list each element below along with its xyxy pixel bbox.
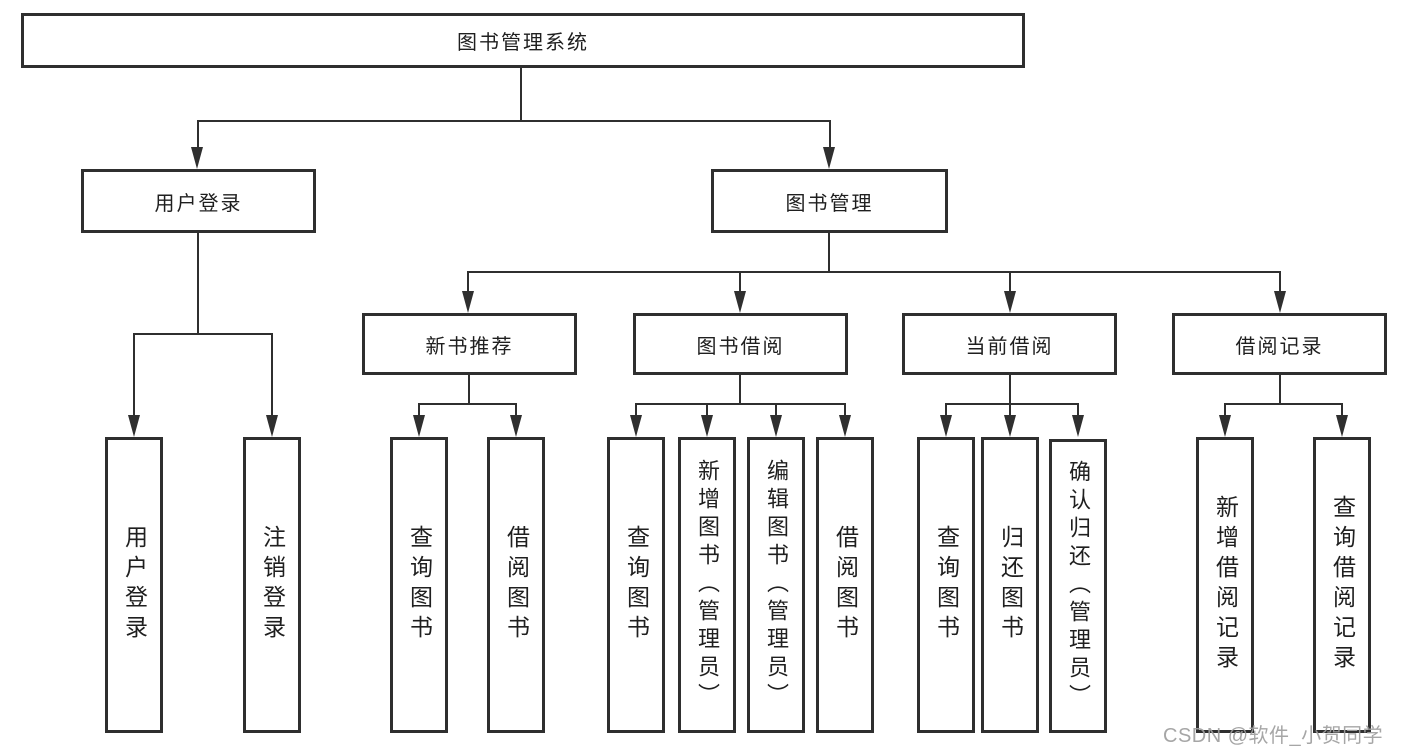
arrow-down-icon xyxy=(1072,415,1084,437)
leaf-query-books-borrowing: 查询图书 xyxy=(607,437,665,733)
connector-line xyxy=(844,403,846,417)
leaf-borrow-books-recommend-label: 借阅图书 xyxy=(503,525,530,645)
leaf-query-borrow-record-label: 查询借阅记录 xyxy=(1329,495,1356,675)
arrow-down-icon xyxy=(510,415,522,437)
node-current-borrowing: 当前借阅 xyxy=(902,313,1117,375)
connector-line xyxy=(739,375,741,405)
node-new-book-recommend-label: 新书推荐 xyxy=(425,335,514,358)
arrow-down-icon xyxy=(266,415,278,437)
leaf-add-borrow-record-label: 新增借阅记录 xyxy=(1212,495,1239,675)
node-new-book-recommend: 新书推荐 xyxy=(362,313,577,375)
connector-line xyxy=(1009,403,1011,417)
leaf-return-books: 归还图书 xyxy=(981,437,1039,733)
leaf-query-borrow-record: 查询借阅记录 xyxy=(1313,437,1371,733)
leaf-confirm-return-admin: 确认归还（管理员） xyxy=(1049,439,1107,733)
leaf-edit-books-admin-label: 编辑图书（管理员） xyxy=(764,459,789,711)
arrow-down-icon xyxy=(701,415,713,437)
connector-line xyxy=(829,120,831,151)
leaf-return-books-label: 归还图书 xyxy=(997,525,1024,645)
node-user-login: 用户登录 xyxy=(81,169,316,233)
arrow-down-icon xyxy=(734,291,746,313)
leaf-confirm-return-admin-label: 确认归还（管理员） xyxy=(1066,460,1091,712)
connector-line xyxy=(635,403,846,405)
connector-line xyxy=(418,403,420,417)
arrow-down-icon xyxy=(940,415,952,437)
connector-line xyxy=(515,403,517,417)
leaf-borrow-books-borrowing-label: 借阅图书 xyxy=(832,525,859,645)
connector-line xyxy=(1009,375,1011,405)
node-current-borrowing-label: 当前借阅 xyxy=(965,335,1054,358)
connector-line xyxy=(635,403,637,417)
connector-line xyxy=(1341,403,1343,417)
arrow-down-icon xyxy=(1336,415,1348,437)
arrow-down-icon xyxy=(1219,415,1231,437)
node-root: 图书管理系统 xyxy=(21,13,1025,68)
connector-line xyxy=(133,333,135,417)
connector-line xyxy=(467,271,1281,273)
connector-line xyxy=(197,120,831,122)
connector-line xyxy=(520,68,522,120)
leaf-query-books-recommend-label: 查询图书 xyxy=(406,525,433,645)
arrow-down-icon xyxy=(1274,291,1286,313)
connector-line xyxy=(418,403,517,405)
connector-line xyxy=(467,271,469,293)
leaf-borrow-books-borrowing: 借阅图书 xyxy=(816,437,874,733)
leaf-add-books-admin: 新增图书（管理员） xyxy=(678,437,736,733)
node-book-management: 图书管理 xyxy=(711,169,948,233)
arrow-down-icon xyxy=(630,415,642,437)
connector-line xyxy=(945,403,947,417)
node-borrowing-records: 借阅记录 xyxy=(1172,313,1387,375)
connector-line xyxy=(197,233,199,335)
connector-line xyxy=(1279,271,1281,293)
leaf-user-login: 用户登录 xyxy=(105,437,163,733)
node-book-management-label: 图书管理 xyxy=(785,192,874,215)
leaf-query-books-current: 查询图书 xyxy=(917,437,975,733)
leaf-user-login-label: 用户登录 xyxy=(121,525,148,645)
connector-line xyxy=(1009,271,1011,293)
connector-line xyxy=(1224,403,1226,417)
arrow-down-icon xyxy=(1004,291,1016,313)
node-user-login-label: 用户登录 xyxy=(154,192,243,215)
connector-line xyxy=(706,403,708,417)
arrow-down-icon xyxy=(823,147,835,169)
leaf-edit-books-admin: 编辑图书（管理员） xyxy=(747,437,805,733)
leaf-add-books-admin-label: 新增图书（管理员） xyxy=(695,459,720,711)
node-book-borrowing-label: 图书借阅 xyxy=(696,335,785,358)
connector-line xyxy=(468,375,470,405)
node-root-label: 图书管理系统 xyxy=(457,32,589,54)
leaf-logout: 注销登录 xyxy=(243,437,301,733)
arrow-down-icon xyxy=(770,415,782,437)
connector-line xyxy=(739,271,741,293)
leaf-query-books-current-label: 查询图书 xyxy=(933,525,960,645)
leaf-query-books-recommend: 查询图书 xyxy=(390,437,448,733)
connector-line xyxy=(828,233,830,273)
connector-line xyxy=(775,403,777,417)
node-borrowing-records-label: 借阅记录 xyxy=(1235,335,1324,358)
arrow-down-icon xyxy=(462,291,474,313)
leaf-query-books-borrowing-label: 查询图书 xyxy=(623,525,650,645)
arrow-down-icon xyxy=(1004,415,1016,437)
node-book-borrowing: 图书借阅 xyxy=(633,313,848,375)
leaf-add-borrow-record: 新增借阅记录 xyxy=(1196,437,1254,733)
connector-line xyxy=(1279,375,1281,405)
arrow-down-icon xyxy=(839,415,851,437)
csdn-watermark: CSDN @软件_小贺同学 xyxy=(1163,725,1384,747)
connector-line xyxy=(271,333,273,417)
arrow-down-icon xyxy=(413,415,425,437)
connector-line xyxy=(133,333,273,335)
leaf-logout-label: 注销登录 xyxy=(259,525,286,645)
leaf-borrow-books-recommend: 借阅图书 xyxy=(487,437,545,733)
arrow-down-icon xyxy=(191,147,203,169)
arrow-down-icon xyxy=(128,415,140,437)
connector-line xyxy=(1077,403,1079,417)
connector-line xyxy=(1224,403,1343,405)
connector-line xyxy=(197,120,199,151)
connector-line xyxy=(945,403,1079,405)
